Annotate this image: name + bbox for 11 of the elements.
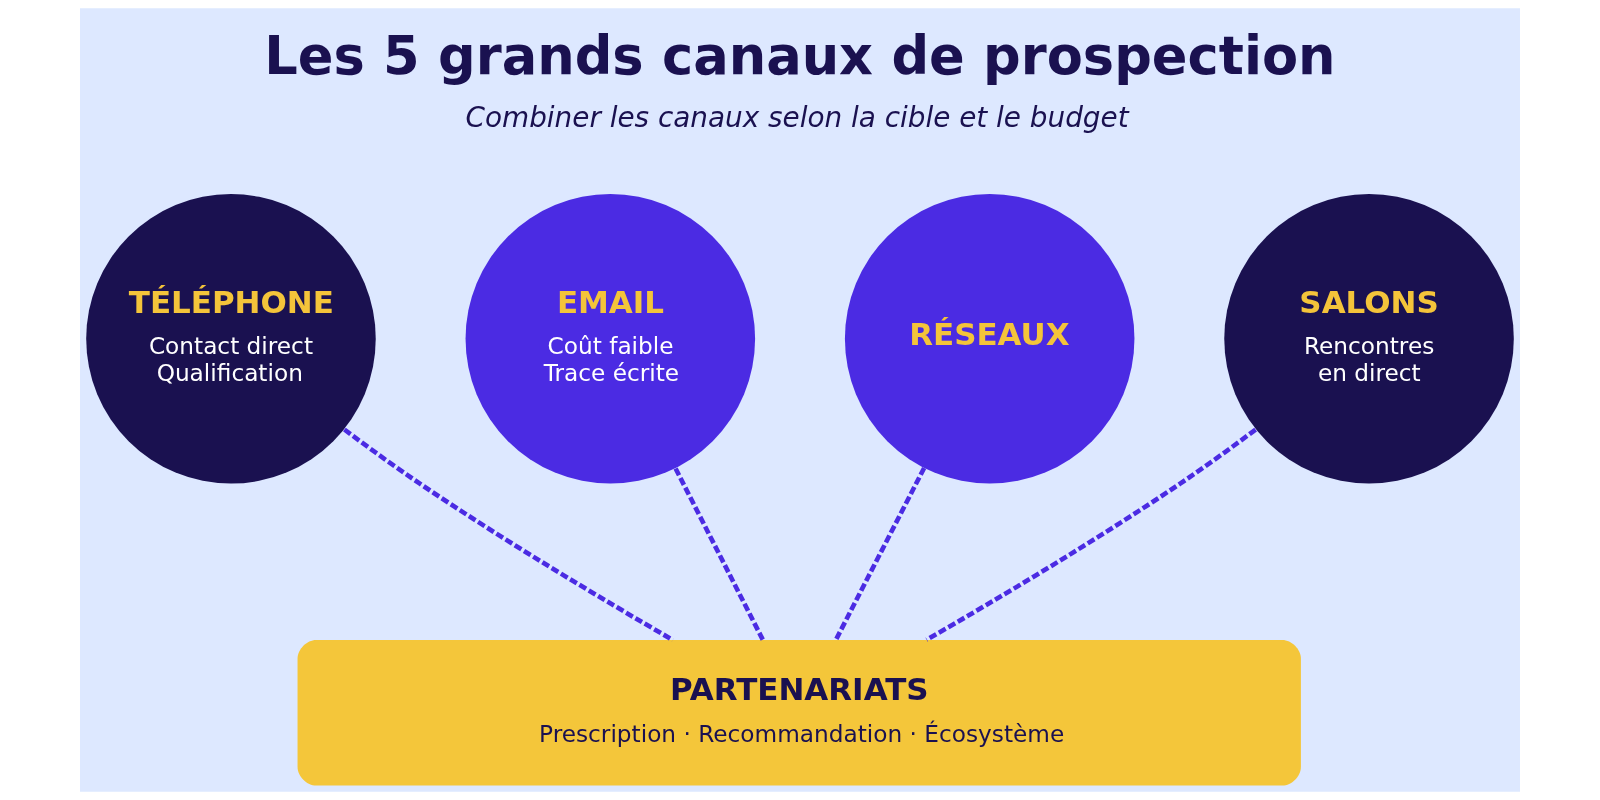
node-circle: EMAIL Coût faible Trace écrite <box>465 194 756 484</box>
connector <box>925 427 1257 642</box>
diagram-title: Les 5 grands canaux de prospection <box>264 24 1336 86</box>
node-circle: TÉLÉPHONE Contact direct Qualification <box>86 194 376 484</box>
label: Combiner les canaux selon la cible et le budget <box>465 100 1129 134</box>
connector <box>343 427 674 642</box>
node-box: PARTENARIATS Prescription · Recommandation · Écosystème <box>297 640 1301 786</box>
node-circle: SALONS Rencontres en direct <box>1224 194 1514 484</box>
connector <box>833 466 927 641</box>
connector <box>673 467 765 641</box>
node-circle: RÉSEAUX <box>844 194 1135 484</box>
